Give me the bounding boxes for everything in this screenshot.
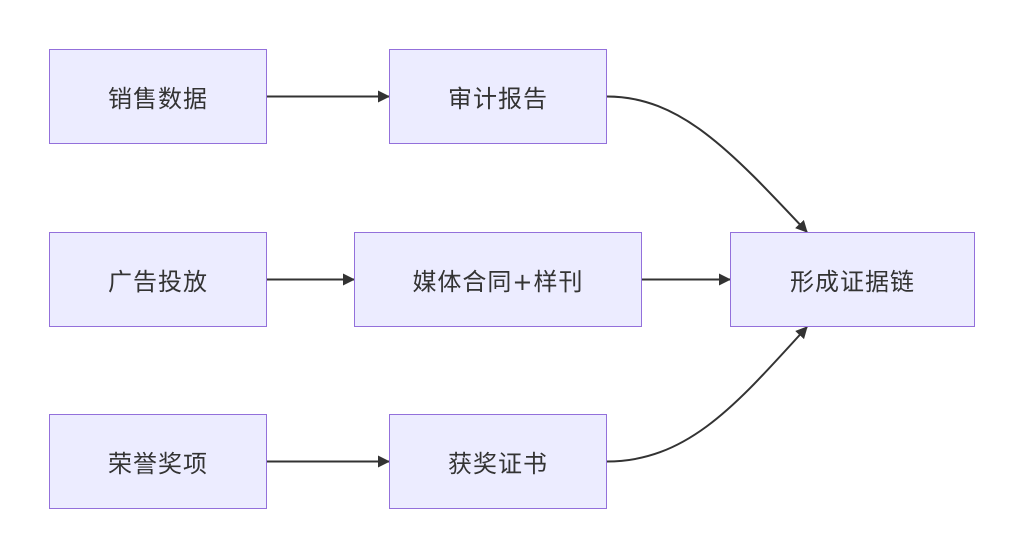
node-audit-report: 审计报告	[389, 49, 607, 144]
edge-cert-to-chain	[606, 326, 808, 463]
node-honor-awards: 荣誉奖项	[49, 414, 267, 509]
node-label: 销售数据	[108, 85, 208, 113]
node-label: 形成证据链	[790, 268, 915, 296]
node-award-certificate: 获奖证书	[389, 414, 607, 509]
node-ad-placement: 广告投放	[49, 232, 267, 327]
edge-audit-to-chain	[606, 95, 808, 233]
node-label: 广告投放	[108, 268, 208, 296]
node-evidence-chain: 形成证据链	[730, 232, 975, 327]
node-label: 获奖证书	[448, 450, 548, 478]
node-media-contract: 媒体合同+样刊	[354, 232, 642, 327]
node-label: 媒体合同+样刊	[412, 268, 584, 296]
node-sales-data: 销售数据	[49, 49, 267, 144]
node-label: 审计报告	[448, 85, 548, 113]
node-label: 荣誉奖项	[108, 450, 208, 478]
